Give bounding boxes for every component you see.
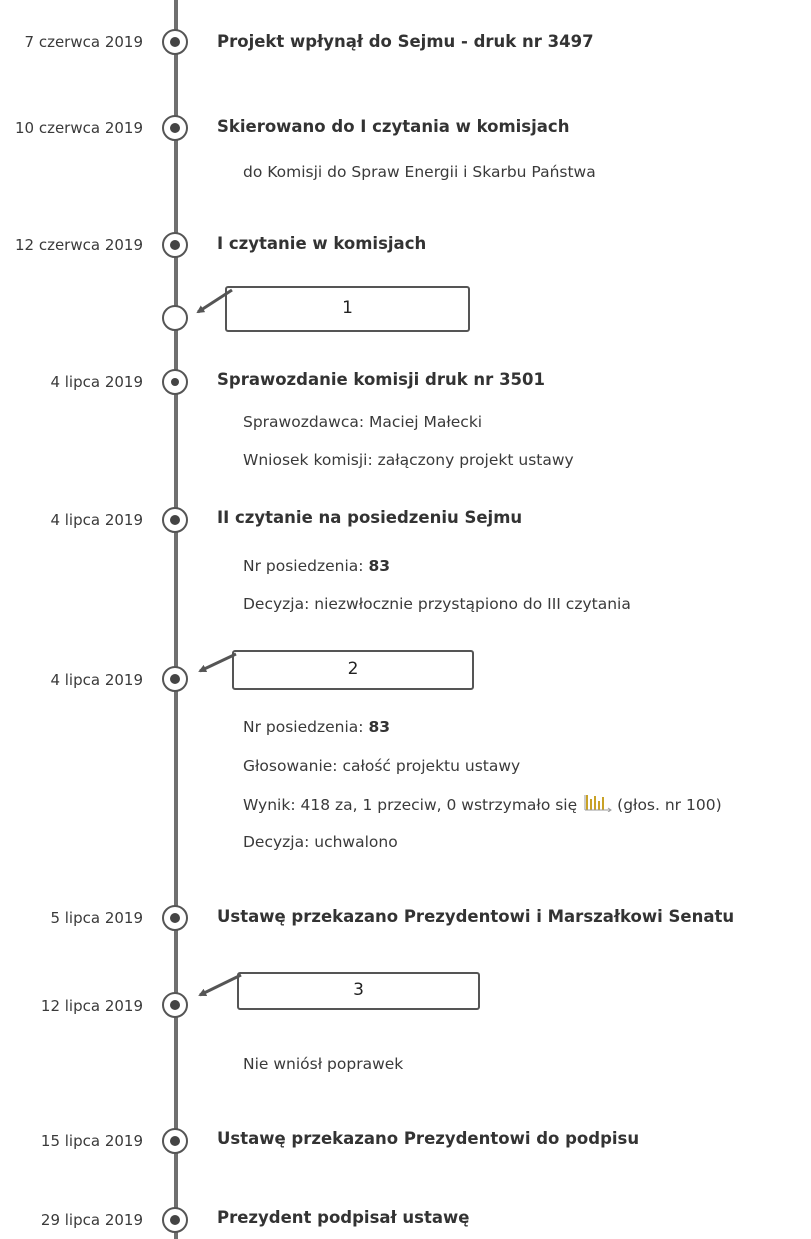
event-detail: Nie wniósł poprawek bbox=[243, 1055, 404, 1073]
event-date: 12 lipca 2019 bbox=[40, 997, 143, 1015]
event-title: Prezydent podpisał ustawę bbox=[217, 1208, 470, 1227]
timeline-node bbox=[162, 369, 188, 395]
annotation-arrow-2 bbox=[198, 652, 237, 673]
annotation-box-2: 2 bbox=[232, 650, 474, 690]
event-detail: Decyzja: uchwalono bbox=[243, 833, 398, 851]
event-title: Sprawozdanie komisji druk nr 3501 bbox=[217, 370, 545, 389]
event-date: 4 lipca 2019 bbox=[50, 671, 143, 689]
event-title: II czytanie na posiedzeniu Sejmu bbox=[217, 508, 523, 527]
event-date: 15 lipca 2019 bbox=[40, 1132, 143, 1150]
timeline-node bbox=[162, 905, 188, 931]
event-date: 12 czerwca 2019 bbox=[14, 236, 143, 254]
event-date: 4 lipca 2019 bbox=[50, 511, 143, 529]
event-detail: Wniosek komisji: załączony projekt ustaw… bbox=[243, 451, 574, 469]
annotation-box-3: 3 bbox=[237, 972, 480, 1010]
event-detail: Decyzja: niezwłocznie przystąpiono do II… bbox=[243, 595, 631, 613]
vote-number[interactable]: (głos. nr 100) bbox=[617, 796, 722, 814]
timeline-node-empty bbox=[162, 305, 188, 331]
event-title: Ustawę przekazano Prezydentowi i Marszał… bbox=[217, 907, 735, 926]
timeline-node bbox=[162, 1207, 188, 1233]
annotation-box-1: 1 bbox=[225, 286, 470, 332]
timeline-node bbox=[162, 115, 188, 141]
event-detail: Sprawozdawca: Maciej Małecki bbox=[243, 413, 483, 431]
event-detail: do Komisji do Spraw Energii i Skarbu Pań… bbox=[243, 163, 596, 181]
timeline-node bbox=[162, 29, 188, 55]
event-title: Skierowano do I czytania w komisjach bbox=[217, 117, 570, 136]
event-title: Projekt wpłynął do Sejmu - druk nr 3497 bbox=[217, 32, 594, 51]
event-date: 4 lipca 2019 bbox=[50, 373, 143, 391]
session-number: 83 bbox=[368, 557, 391, 575]
event-title: I czytanie w komisjach bbox=[217, 234, 427, 253]
timeline-line bbox=[174, 0, 178, 1239]
session-number: 83 bbox=[368, 718, 391, 736]
bar-chart-icon[interactable] bbox=[583, 792, 613, 818]
event-date: 10 czerwca 2019 bbox=[14, 119, 143, 137]
vote-result: Wynik: 418 za, 1 przeciw, 0 wstrzymało s… bbox=[243, 792, 722, 818]
timeline-node bbox=[162, 666, 188, 692]
event-detail: Nr posiedzenia: 83 bbox=[243, 557, 391, 575]
timeline-node bbox=[162, 507, 188, 533]
event-date: 5 lipca 2019 bbox=[50, 909, 143, 927]
event-date: 7 czerwca 2019 bbox=[24, 33, 143, 51]
event-date: 29 lipca 2019 bbox=[40, 1211, 143, 1229]
annotation-arrow-1 bbox=[196, 288, 233, 314]
timeline-node bbox=[162, 1128, 188, 1154]
event-detail: Nr posiedzenia: 83 bbox=[243, 718, 391, 736]
timeline-node bbox=[162, 232, 188, 258]
event-title: Ustawę przekazano Prezydentowi do podpis… bbox=[217, 1129, 640, 1148]
timeline-node bbox=[162, 992, 188, 1018]
event-detail: Głosowanie: całość projektu ustawy bbox=[243, 757, 521, 775]
annotation-arrow-3 bbox=[198, 973, 242, 997]
